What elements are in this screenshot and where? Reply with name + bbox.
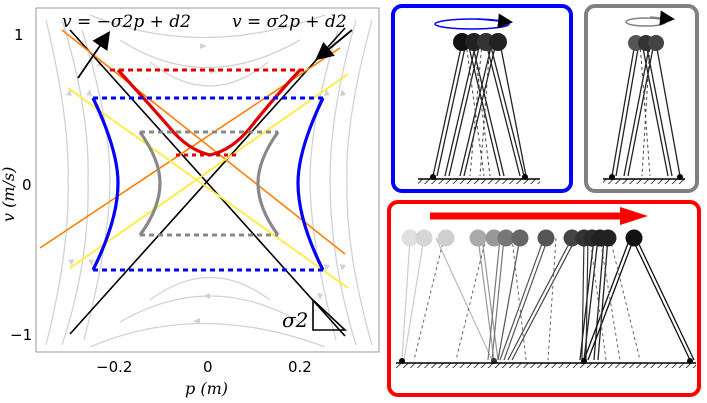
yellow-line-up	[69, 73, 349, 269]
mass-bobs-red	[401, 229, 643, 247]
mass-bobs-blue	[453, 33, 507, 51]
asymptote-line-right	[69, 29, 346, 337]
direction-arrow	[620, 207, 648, 225]
phase-plot: v = −σ2p + d2 v = σ2p + d2 σ2 1 0 −1 −0.…	[0, 7, 380, 398]
blue-orbit-right	[296, 97, 325, 271]
annotation-right: v = σ2p + d2	[232, 12, 347, 32]
blue-panel	[391, 4, 573, 193]
gray-panel-frame	[584, 4, 699, 193]
leg-swing-gray	[611, 42, 681, 177]
leg-swing-blue	[432, 42, 527, 177]
blue-orbit-left	[91, 97, 120, 271]
yellow-line-down	[67, 87, 349, 289]
annotation-left: v = −σ2p + d2	[62, 12, 191, 32]
mass-bobs-gray	[628, 35, 664, 51]
annotation-arrow-right	[315, 29, 353, 61]
slope-label: σ2	[282, 308, 308, 332]
annotation-arrow-left	[77, 31, 111, 79]
red-panel	[387, 200, 701, 397]
y-tick-bottom: −1	[10, 326, 32, 344]
gray-orbit-left	[138, 131, 162, 236]
rotation-arrow-head	[477, 13, 513, 29]
x-tick-right: 0.2	[288, 358, 312, 376]
vector-field-arrows	[66, 43, 346, 324]
y-tick-top: 1	[14, 26, 24, 44]
asymptote-line-left	[69, 27, 346, 335]
ground-gray	[603, 179, 685, 184]
x-axis-label: p (m)	[185, 379, 228, 398]
slope-triangle	[312, 298, 348, 331]
gray-panel	[584, 4, 699, 193]
leg-swing-red	[401, 237, 695, 361]
gray-orbit-right	[256, 131, 280, 236]
x-tick-left: −0.2	[96, 358, 132, 376]
orange-line-down	[61, 29, 346, 255]
y-axis-label: v (m/s)	[0, 167, 18, 222]
ground-red	[396, 363, 696, 368]
y-tick-mid: 0	[22, 176, 32, 194]
ground-blue	[418, 179, 540, 184]
x-tick-mid: 0	[203, 358, 213, 376]
